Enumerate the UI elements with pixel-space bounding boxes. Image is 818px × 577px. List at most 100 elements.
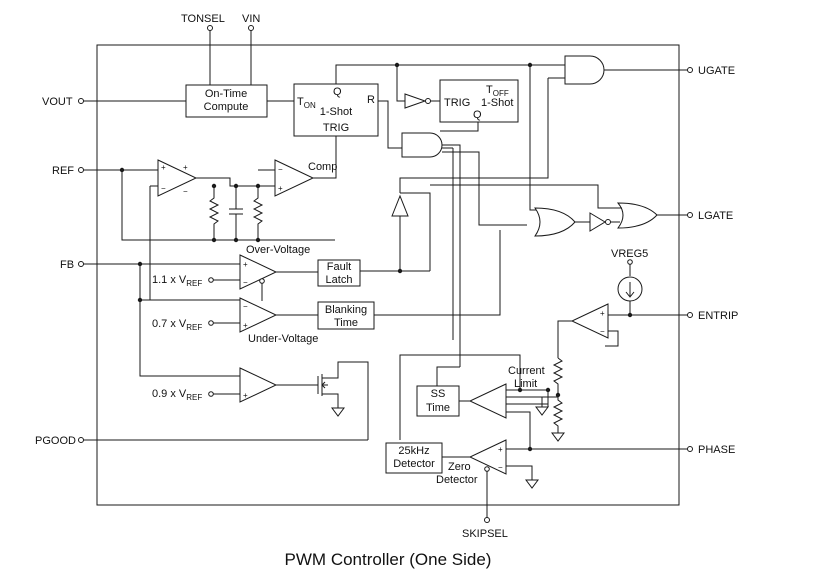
pin-skipsel — [484, 517, 490, 523]
svg-text:+: + — [161, 163, 166, 172]
svg-text:Time: Time — [426, 402, 450, 414]
comp-label: Comp — [308, 161, 337, 173]
pin-vin — [248, 25, 254, 31]
svg-text:−: − — [183, 187, 188, 196]
ton-label: TON — [297, 96, 316, 110]
wire-error-fb — [121, 170, 335, 241]
resistor-cl1 — [552, 357, 564, 395]
svg-text:Time: Time — [334, 317, 358, 329]
and-gate-ugate — [564, 55, 605, 85]
or-gate-lgate-b — [616, 202, 658, 229]
svg-text:+: + — [243, 321, 248, 330]
svg-text:Blanking: Blanking — [325, 304, 367, 316]
ground-cl — [535, 406, 549, 416]
svg-text:+: + — [600, 309, 605, 318]
pin-label-tonsel: TONSEL — [181, 13, 225, 25]
wire-entrip-out — [557, 320, 572, 358]
ton-trig-label: TRIG — [323, 122, 349, 134]
wire-or-b-in — [430, 184, 622, 209]
ton-body-label: 1-Shot — [320, 106, 352, 118]
over-voltage-label: Over-Voltage — [246, 244, 310, 256]
wire-toff-q — [440, 122, 479, 132]
svg-text:+: + — [278, 184, 283, 193]
toff-body-label: 1-Shot — [481, 97, 513, 109]
pin-label-skipsel: SKIPSEL — [462, 528, 508, 540]
svg-text:Fault: Fault — [327, 261, 351, 273]
wire-blank-out — [374, 230, 501, 316]
ton-r-label: R — [367, 94, 375, 106]
on-time-compute-block — [185, 84, 268, 118]
pin-label-vin: VIN — [242, 13, 260, 25]
wire-error-out — [196, 177, 275, 187]
comparator-over-voltage — [239, 254, 278, 290]
ovp-ref-label: 1.1 x VREF — [152, 274, 202, 288]
compute-label: Compute — [204, 101, 249, 113]
current-limit-label-2: Limit — [514, 378, 537, 390]
wire-ugate-feedback — [529, 65, 536, 211]
wire-ton-q — [335, 64, 565, 84]
pin-label-fb: FB — [60, 259, 74, 271]
resistor-rc2 — [252, 186, 264, 240]
svg-text:SS: SS — [431, 388, 446, 400]
chip-outline — [96, 44, 680, 506]
toff-label: TOFF — [486, 84, 509, 98]
wire-ugate-in2 — [399, 77, 565, 193]
svg-text:+: + — [243, 391, 248, 400]
inverter-toff — [404, 93, 427, 109]
svg-text:Latch: Latch — [326, 274, 353, 286]
zero-detector-label-2: Detector — [436, 474, 478, 486]
fault-latch-block — [317, 259, 361, 287]
detector-25khz-block — [385, 442, 443, 474]
error-amp — [157, 159, 198, 197]
zero-detector-label-1: Zero — [448, 461, 471, 473]
comparator-current-limit — [468, 383, 507, 419]
wire-and-reset-out — [442, 144, 461, 367]
svg-text:Detector: Detector — [393, 458, 435, 470]
svg-text:−: − — [243, 302, 248, 311]
pin-ref — [78, 167, 84, 173]
buffer-entrip — [570, 303, 609, 339]
svg-text:−: − — [278, 165, 283, 174]
wire-comp-out — [313, 136, 337, 179]
on-time-label: On-Time — [205, 88, 247, 100]
wire-and-reset-b — [442, 151, 527, 226]
pin-label-ugate: UGATE — [698, 65, 735, 77]
comparator-under-voltage — [239, 297, 278, 333]
pin-tonsel — [207, 25, 213, 31]
pin-fb — [78, 261, 84, 267]
svg-text:25kHz: 25kHz — [398, 445, 429, 457]
diagram-caption: PWM Controller (One Side) — [285, 550, 492, 569]
pin-vout — [78, 98, 84, 104]
wire-entrip-fb — [605, 330, 619, 347]
current-limit-label-1: Current — [508, 365, 545, 377]
pin-ugate — [687, 67, 693, 73]
svg-text:−: − — [243, 278, 248, 287]
toff-q-label: Q — [473, 109, 482, 121]
pin-label-lgate: LGATE — [698, 210, 733, 222]
pg-ref-label: 0.9 x VREF — [152, 388, 202, 402]
svg-text:+: + — [243, 260, 248, 269]
pin-label-pgood: PGOOD — [35, 435, 76, 447]
ground-zd — [525, 479, 539, 489]
resistor-cl2 — [552, 395, 564, 433]
svg-text:+: + — [498, 445, 503, 454]
toff-trig-label: TRIG — [444, 97, 470, 109]
svg-text:+: + — [183, 163, 188, 172]
resistor-rc1 — [208, 186, 220, 240]
uvp-ref-label: 0.7 x VREF — [152, 318, 202, 332]
comparator-comp — [274, 159, 315, 197]
pin-label-ref: REF — [52, 165, 74, 177]
wire-to-inverter — [396, 65, 405, 102]
pin-label-entrip: ENTRIP — [698, 310, 738, 322]
pin-label-vreg5: VREG5 — [611, 248, 648, 260]
svg-text:−: − — [498, 463, 503, 472]
pin-entrip — [687, 312, 693, 318]
capacitor-rc — [229, 186, 243, 240]
comparator-zero-detector — [468, 439, 507, 475]
ground-pgood — [331, 407, 345, 417]
svg-text:−: − — [600, 327, 605, 336]
mosfet-pgood — [317, 361, 369, 440]
wire-or-a-in — [400, 192, 431, 271]
toff-oneshot-block — [439, 79, 519, 123]
